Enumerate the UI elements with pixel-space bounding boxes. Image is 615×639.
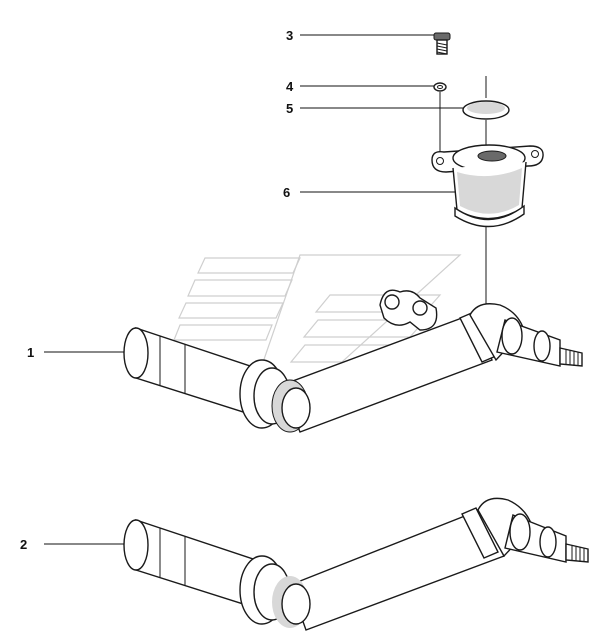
housing-icon xyxy=(431,144,544,228)
callout-4: 4 xyxy=(286,79,294,94)
callout-6: 6 xyxy=(283,185,290,200)
callout-5: 5 xyxy=(286,101,293,116)
pipe-elbow-assembly xyxy=(123,497,589,631)
callout-3: 3 xyxy=(286,28,293,43)
washer-icon xyxy=(433,82,447,92)
callout-1: 1 xyxy=(27,345,34,360)
cover-disc-icon xyxy=(462,100,510,120)
leader-lines xyxy=(44,34,463,545)
callout-2: 2 xyxy=(20,537,27,552)
screw-icon xyxy=(433,32,451,55)
pipe-assembly-with-bracket xyxy=(123,289,583,433)
